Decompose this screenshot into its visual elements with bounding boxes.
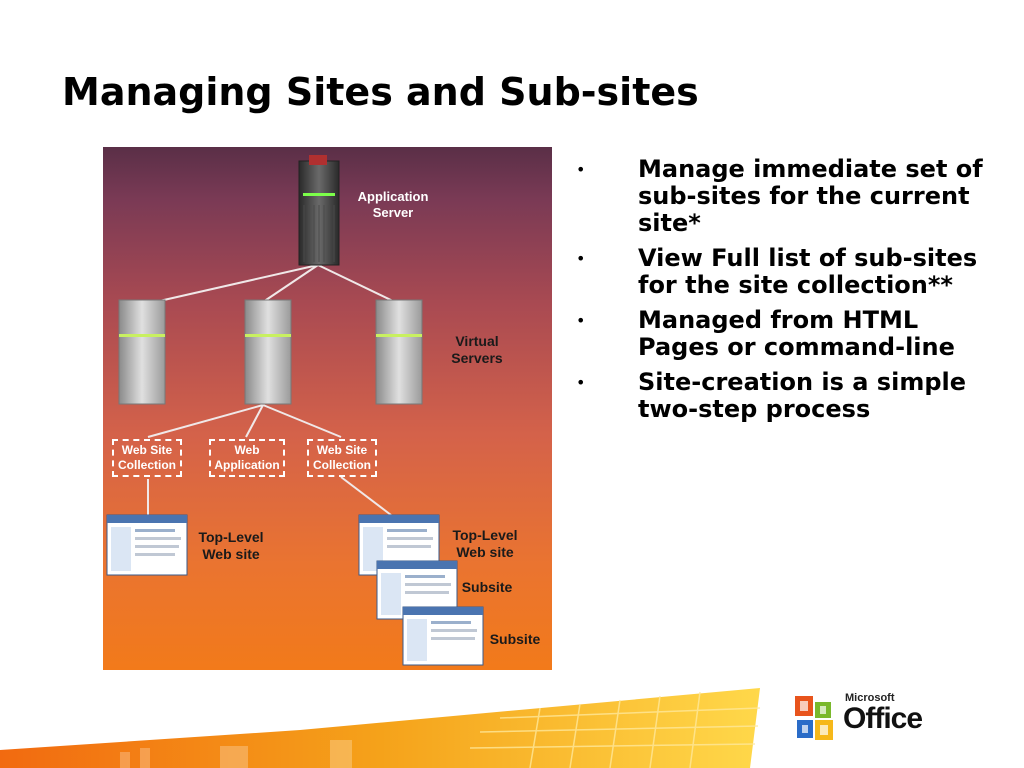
diagram-graphics — [106, 155, 484, 666]
application-server-label: Application Server — [357, 189, 429, 220]
web-application-box: Web Application — [209, 439, 285, 477]
connector-lines — [147, 264, 396, 516]
bullet-glyph: • — [576, 373, 586, 392]
bullet-text: Managed from HTML Pages or command-line — [638, 306, 955, 361]
footer-decoration — [0, 688, 761, 768]
virtual-server-icon — [118, 299, 166, 405]
bullet-list: • Manage immediate set of sub-sites for t… — [574, 156, 994, 431]
bullet-glyph: • — [576, 249, 586, 268]
bullet-item: • View Full list of sub-sites for the sit… — [574, 245, 994, 299]
virtual-server-icon — [244, 299, 292, 405]
logo-brand-text: Microsoft — [845, 692, 895, 704]
application-server-icon — [298, 155, 340, 266]
bullet-text: Site-creation is a simple two-step proce… — [638, 368, 967, 423]
bullet-text: View Full list of sub-sites for the site… — [638, 244, 978, 299]
slide-title: Managing Sites and Sub-sites — [62, 70, 699, 114]
virtual-server-icon — [375, 299, 423, 405]
web-page-thumbnail-icon — [402, 606, 484, 666]
subsite-label: Subsite — [461, 579, 513, 595]
bullet-glyph: • — [576, 311, 586, 330]
bullet-item: • Managed from HTML Pages or command-line — [574, 307, 994, 361]
virtual-servers-label: Virtual Servers — [451, 333, 503, 366]
logo-product-text: Office — [843, 702, 923, 735]
web-page-thumbnail-icon — [106, 514, 188, 576]
site-hierarchy-diagram: Application Server Virtual Servers Web S… — [103, 147, 552, 670]
web-site-collection-box: Web Site Collection — [307, 439, 377, 477]
subsite-label: Subsite — [489, 631, 541, 647]
bullet-text: Manage immediate set of sub-sites for th… — [638, 155, 983, 237]
bullet-item: • Manage immediate set of sub-sites for t… — [574, 156, 994, 237]
top-level-site-label: Top-Level Web site — [452, 527, 518, 560]
bullet-item: • Site-creation is a simple two-step proc… — [574, 369, 994, 423]
top-level-site-label: Top-Level Web site — [198, 529, 264, 562]
bullet-glyph: • — [576, 160, 586, 179]
web-site-collection-box: Web Site Collection — [112, 439, 182, 477]
office-logo-icon — [795, 696, 833, 740]
microsoft-office-logo: Microsoft Office — [793, 690, 933, 746]
